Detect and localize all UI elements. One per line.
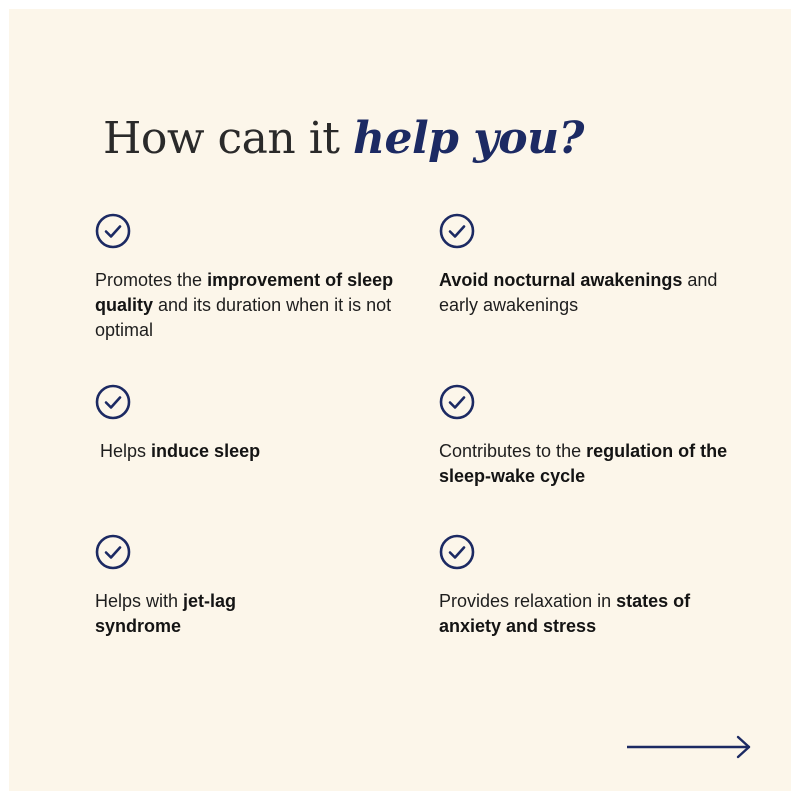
check-circle-icon xyxy=(95,213,131,249)
benefit-text: Contributes to the regulation of the sle… xyxy=(439,439,739,489)
benefit-text: Helps with jet-lag syndrome xyxy=(95,589,285,639)
benefit-text-part: Helps xyxy=(95,441,152,461)
benefit-text: Avoid nocturnal awakenings and early awa… xyxy=(439,268,739,318)
check-circle-icon xyxy=(439,213,475,249)
check-circle-icon xyxy=(95,534,131,570)
benefits-card: How can it help you? Promotes the improv… xyxy=(9,9,791,791)
check-circle-icon xyxy=(95,384,131,420)
benefit-text-highlight: improvement of sleep quality xyxy=(95,270,394,315)
check-circle-icon xyxy=(439,384,475,420)
benefit-text-part: Helps with xyxy=(95,591,184,611)
benefit-text-part: Provides relaxation in xyxy=(439,591,617,611)
benefit-text: Helps induce sleep xyxy=(95,439,395,464)
benefit-text-highlight: Avoid nocturnal awakenings xyxy=(439,270,683,290)
benefit-text-part: Contributes to the xyxy=(439,441,587,461)
benefit-text-highlight: jet-lag syndrome xyxy=(95,591,237,636)
benefit-text: Provides relaxation in states of anxiety… xyxy=(439,589,729,639)
check-circle-icon xyxy=(439,534,475,570)
benefit-text-highlight: regulation of the sleep-wake cycle xyxy=(439,441,728,486)
benefit-text-part: and early awakenings xyxy=(439,270,718,315)
benefit-text-highlight: induce sleep xyxy=(151,441,261,461)
title-prefix: How can it xyxy=(103,113,353,164)
benefit-text-part: Promotes the xyxy=(95,270,208,290)
page-title: How can it help you? xyxy=(103,107,584,171)
benefit-text-part: and its duration when it is not optimal xyxy=(95,295,392,340)
benefit-text-highlight: states of anxiety and stress xyxy=(439,591,691,636)
title-accent: help you? xyxy=(352,113,584,164)
benefit-text: Promotes the improvement of sleep qualit… xyxy=(95,268,395,343)
arrow-right-icon[interactable] xyxy=(627,735,753,759)
